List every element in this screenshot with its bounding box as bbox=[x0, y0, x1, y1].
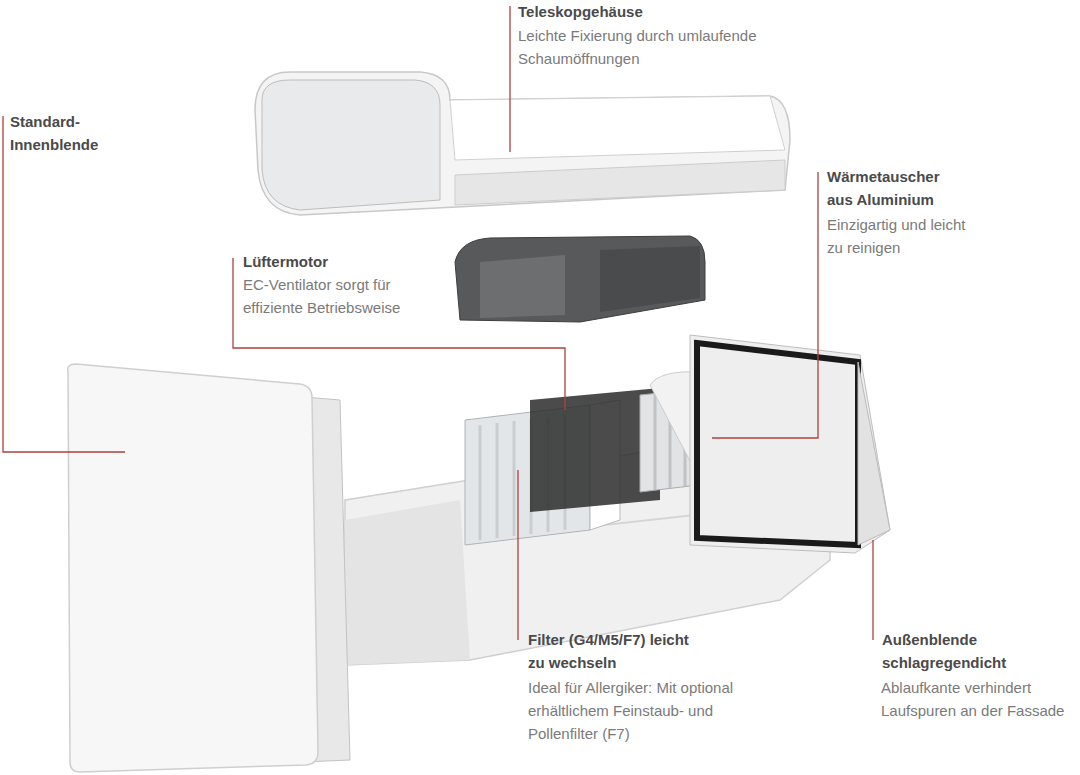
telescopic-housing bbox=[255, 72, 790, 215]
leader-lines bbox=[3, 6, 873, 640]
part-name: Lüftermotor bbox=[243, 250, 433, 273]
interior-cover bbox=[68, 364, 350, 772]
part-name: Filter (G4/M5/F7) leicht zu wechseln bbox=[528, 628, 693, 674]
part-name: Standard- Innenblende bbox=[10, 110, 110, 156]
part-description: Leichte Fixierung durch umlaufende Schau… bbox=[518, 24, 758, 70]
part-description: Ideal für Allergiker: Mit optional erhäl… bbox=[528, 676, 786, 745]
part-description: Einzigartig und leicht zu reinigen bbox=[827, 213, 967, 259]
part-description: Ablaufkante verhindert Laufspuren an der… bbox=[881, 676, 1076, 722]
part-name: Wärmetauscher aus Aluminium bbox=[827, 165, 962, 211]
part-description: EC-Ventilator sorgt für effiziente Betri… bbox=[243, 273, 438, 319]
part-name: Teleskopgehäuse bbox=[518, 0, 758, 23]
fan-motor-housing bbox=[455, 236, 705, 322]
exterior-hood bbox=[650, 335, 890, 553]
part-name: Außenblende schlagregendicht bbox=[882, 628, 1032, 674]
filter-block bbox=[465, 388, 660, 545]
